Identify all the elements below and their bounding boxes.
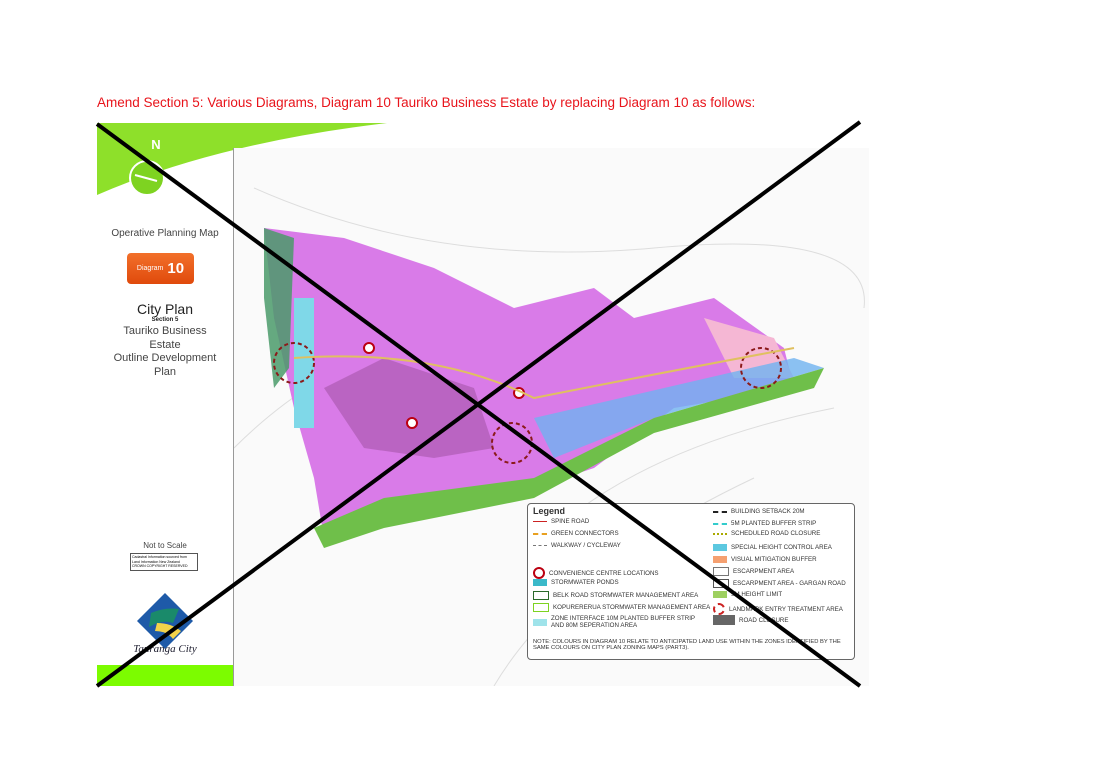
landmark-entry-icon: [713, 603, 725, 615]
buffer-strip-icon: [713, 522, 727, 525]
legend-item: SCHEDULED ROAD CLOSURE: [731, 530, 821, 537]
title-line: Plan: [153, 365, 177, 378]
legend-title: Legend: [533, 506, 566, 516]
title-line: Outline Development: [113, 352, 217, 364]
legend-item: VISUAL MITIGATION BUFFER: [731, 556, 817, 563]
cadastral-line: Cadastral Information sourced from: [132, 555, 187, 559]
section-label: Section 5: [151, 317, 179, 323]
setback-icon: [713, 510, 727, 513]
legend-item: WALKWAY / CYCLEWAY: [551, 542, 621, 549]
height-limit-icon: [713, 591, 727, 598]
legend-item: CONVENIENCE CENTRE LOCATIONS: [549, 569, 659, 577]
tauranga-logo-icon: [137, 593, 193, 649]
cadastral-line: CROWN COPYRIGHT RESERVED: [132, 564, 188, 568]
title-line: Tauriko Business: [123, 325, 207, 337]
legend-item: BELK ROAD STORMWATER MANAGEMENT AREA: [553, 592, 699, 599]
legend-note: NOTE: COLOURS IN DIAGRAM 10 RELATE TO AN…: [533, 639, 841, 651]
legend-item: GREEN CONNECTORS: [551, 530, 619, 537]
green-footer-bar: [97, 665, 233, 686]
green-connectors-icon: [533, 532, 547, 535]
escarpment-icon: [713, 567, 729, 576]
cadastral-note: Cadastral Information sourced from Land …: [130, 553, 198, 571]
escarpment-gargan-icon: [713, 579, 729, 588]
legend-item: ESCARPMENT AREA: [733, 568, 795, 575]
diagram-word: Diagram: [136, 265, 164, 272]
legend-item: LANDMARK ENTRY TREATMENT AREA: [729, 605, 843, 613]
legend-item: 5M PLANTED BUFFER STRIP: [731, 520, 817, 527]
height-control-icon: [713, 544, 727, 551]
stormwater-pond-icon: [533, 579, 547, 586]
legend-item: SPINE ROAD: [551, 518, 590, 525]
diagram-number: 10: [167, 260, 185, 277]
legend-item: 9M HEIGHT LIMIT: [731, 591, 783, 598]
scale-note: Not to Scale: [143, 541, 187, 550]
convenience-centre-icon: [533, 567, 545, 579]
amendment-instruction: Amend Section 5: Various Diagrams, Diagr…: [97, 95, 756, 110]
north-label: N: [151, 137, 161, 152]
spine-road-icon: [533, 521, 547, 522]
road-closure-icon: [713, 615, 735, 625]
legend-item: KOPURERERUA STORMWATER MANAGEMENT AREA: [553, 604, 711, 611]
legend-item: ZONE INTERFACE 10M PLANTED BUFFER STRIP …: [551, 615, 695, 629]
legend-item: STORMWATER PONDS: [551, 579, 619, 586]
map-legend: Legend SPINE ROAD GREEN CONNECTORS WALKW…: [527, 503, 855, 660]
walkway-icon: [533, 545, 547, 546]
road-closure-line-icon: [713, 532, 727, 535]
legend-item: BUILDING SETBACK 20M: [731, 508, 805, 515]
city-plan: City Plan: [136, 301, 194, 317]
logo-text: Tauranga City: [133, 643, 197, 655]
legend-item: ROAD CLOSURE: [739, 616, 789, 624]
legend-item: ESCARPMENT AREA - GARGAN ROAD: [733, 580, 846, 587]
map-type: Operative Planning Map: [111, 228, 219, 239]
title-line: Estate: [149, 338, 181, 351]
legend-item: SPECIAL HEIGHT CONTROL AREA: [731, 544, 832, 551]
kopurererua-icon: [533, 603, 549, 612]
belk-road-icon: [533, 591, 549, 600]
visual-mitigation-icon: [713, 556, 727, 563]
zone-interface-icon: [533, 618, 547, 626]
